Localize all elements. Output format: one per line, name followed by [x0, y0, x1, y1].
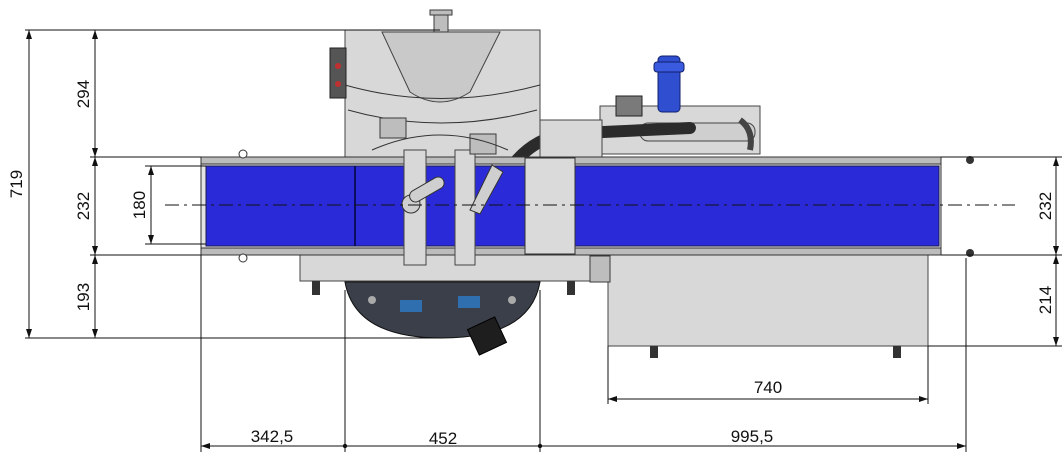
dim-232-right-label: 232: [1036, 192, 1055, 220]
solenoid-valve: [615, 95, 643, 117]
dim-232-left-label: 232: [74, 192, 93, 220]
right-base-connector: [589, 255, 611, 283]
right-foot-2: [893, 346, 901, 358]
left-foot-2: [567, 281, 575, 295]
right-base-box: [607, 253, 929, 347]
panel-dome: [344, 281, 541, 339]
valve-fitting-left: [379, 117, 407, 139]
pulley-top-right: [966, 156, 974, 164]
belt-transfer-block: [524, 157, 576, 255]
blue-filter-ring: [653, 61, 685, 73]
motor-block: [466, 316, 508, 356]
dim-342-5-label: 342,5: [251, 427, 294, 446]
left-base: [299, 254, 611, 295]
hopper-funnel: [381, 31, 501, 103]
red-indicator-top: [335, 63, 341, 69]
control-panel: [344, 281, 541, 356]
dimension-lines: 719 294 232 180 193 232 214 740 342,5 45…: [7, 29, 1062, 452]
pulley-bottom-left: [238, 253, 248, 263]
left-foot-1: [312, 281, 320, 295]
arrowheads: [26, 30, 1059, 449]
nozzle-right: [469, 164, 504, 215]
panel-knob-2: [508, 296, 516, 304]
dim-193-label: 193: [74, 283, 93, 311]
dim-740-label: 740: [754, 378, 782, 397]
hopper-lower-curve: [347, 109, 538, 124]
red-indicator-bottom: [335, 81, 341, 87]
left-base-plate: [299, 254, 611, 282]
dim-214-label: 214: [1036, 286, 1055, 314]
pipe-elbow: [738, 117, 754, 151]
machine: [165, 9, 1015, 358]
hopper-edge-curve: [344, 84, 541, 99]
hopper-housing: [329, 9, 541, 159]
side-connector-box: [329, 47, 347, 99]
pulley-top-left: [238, 149, 248, 159]
dim-node-540: [537, 443, 543, 449]
right-base: [589, 253, 929, 358]
nozzle-left: [409, 176, 445, 203]
hopper-valve-cap: [429, 9, 453, 16]
center-mechanism: [371, 117, 576, 266]
dim-node-345: [342, 443, 348, 449]
dim-452-label: 452: [429, 429, 457, 448]
dim-995-5-label: 995,5: [731, 427, 774, 446]
panel-label-2: [458, 296, 480, 308]
dim-180-label: 180: [130, 191, 149, 219]
dim-294-label: 294: [74, 80, 93, 108]
right-conveyor-belt: [574, 165, 940, 247]
mechanism-arc: [371, 134, 509, 151]
pulley-bottom-right: [966, 249, 974, 257]
panel-knob-1: [368, 296, 376, 304]
panel-label-1: [400, 300, 422, 312]
dim-719-label: 719: [7, 170, 26, 198]
right-foot-1: [650, 346, 658, 358]
hose-bracket: [539, 119, 603, 161]
